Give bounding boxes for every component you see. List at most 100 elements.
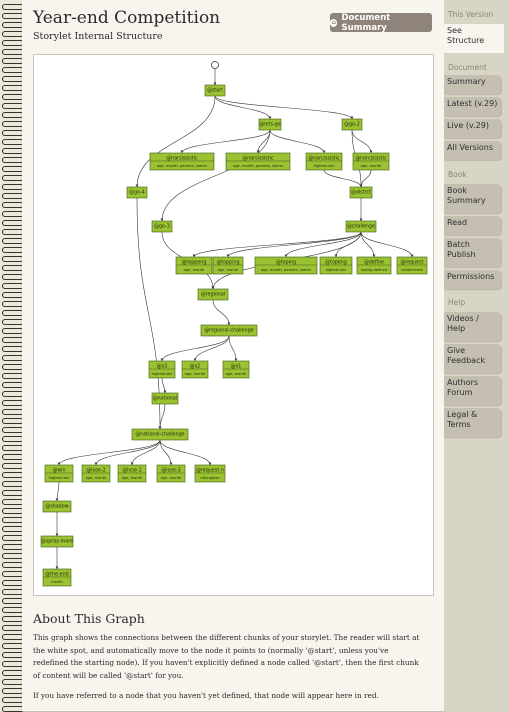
binding-ring	[2, 508, 24, 514]
graph-node-label: @lose-1	[122, 467, 141, 473]
binding-ring	[2, 391, 24, 397]
graph-node-subtitle: age, month, parents, status	[157, 164, 207, 168]
graph-node-label: @narcissistic	[308, 155, 340, 161]
graph-node[interactable]: @national	[151, 392, 179, 405]
graph-node-label: @win	[52, 467, 65, 473]
graph-edge	[180, 129, 271, 154]
binding-ring	[2, 247, 24, 253]
sidebar-item-live[interactable]: Live (v.29)	[444, 119, 501, 138]
graph-node-subtitle: age, month	[361, 164, 382, 168]
graph-node[interactable]: @shadow	[42, 500, 72, 513]
binding-ring	[2, 526, 24, 532]
binding-ring	[2, 274, 24, 280]
graph-node-label: @toping	[276, 259, 296, 265]
binding-ring	[2, 382, 24, 388]
binding-ring	[2, 229, 24, 235]
graph-node-subtitle: age, month, parents, status	[233, 164, 283, 168]
sidebar-item-book-summary[interactable]: Book Summary	[444, 184, 501, 213]
binding-ring	[2, 688, 24, 694]
graph-node-subtitle: age, month	[184, 268, 205, 272]
graph-node-label: @national-challenge	[135, 431, 184, 437]
graph-node[interactable]: @challenge	[345, 220, 377, 233]
graph-edge	[94, 439, 161, 466]
graph-node[interactable]: @narsissistic age, month, parents, status	[149, 152, 215, 171]
binding-ring	[2, 562, 24, 568]
graph-edge	[161, 377, 167, 394]
binding-ring	[2, 40, 24, 46]
binding-ring	[2, 283, 24, 289]
graph-node-subtitle: highest-win	[49, 476, 70, 480]
binding-ring	[2, 148, 24, 154]
binding-ring	[2, 256, 24, 262]
binding-ring	[2, 553, 24, 559]
sidebar-item-read[interactable]: Read	[444, 216, 501, 235]
graph-edge	[192, 231, 362, 258]
binding-ring	[2, 301, 24, 307]
sidebar-item-legal-terms[interactable]: Legal & Terms	[444, 408, 501, 437]
home-icon: ⌂	[330, 18, 338, 27]
sidebar-item-videos-help[interactable]: Videos / Help	[444, 312, 501, 341]
graph-node[interactable]: @spray-more	[40, 535, 74, 548]
document-summary-button[interactable]: ⌂ Document Summary	[330, 12, 432, 33]
graph-node[interactable]: @start	[204, 84, 226, 97]
graph-edge	[269, 129, 326, 154]
graph-node-label: @x2	[190, 363, 201, 369]
graph-node[interactable]: @go-2	[341, 118, 363, 131]
graph-edge	[323, 169, 363, 188]
graph-node-label: @narsissistic	[166, 155, 198, 161]
sidebar-item-summary[interactable]: Summary	[444, 75, 501, 94]
about-heading: About This Graph	[33, 611, 145, 626]
graph-node-label: @distrct	[351, 189, 371, 195]
graph-node[interactable]: @go-3	[151, 220, 173, 233]
sidebar-item-permissions[interactable]: Permissions	[444, 270, 501, 289]
graph-node[interactable]: @regional	[197, 288, 229, 301]
graph-node-label: @lose-3	[161, 467, 180, 473]
graph-node[interactable]: @distrct	[349, 186, 373, 199]
graph-canvas: @start @lets-go @go-2 @narsissistic age, mon…	[40, 61, 428, 587]
graph-node[interactable]: @win highest-win	[44, 464, 74, 483]
graph-node-subtitle: highest-win	[314, 164, 335, 168]
graph-node[interactable]: @national-challenge	[131, 428, 189, 441]
document-summary-label: Document Summary	[341, 12, 391, 33]
sidebar-item-authors-forum[interactable]: Authors Forum	[444, 376, 501, 405]
binding-ring	[2, 94, 24, 100]
binding-ring	[2, 616, 24, 622]
sidebar-item-batch-publish[interactable]: Batch Publish	[444, 238, 501, 267]
graph-edge	[334, 231, 362, 258]
sidebar-item-see-structure[interactable]: See Structure	[444, 24, 504, 53]
graph-edge	[214, 95, 354, 120]
sidebar-item-give-feedback[interactable]: Give Feedback	[444, 344, 501, 373]
graph-node[interactable]: @narcissistic highest-win	[305, 152, 343, 171]
graph-node-label: @regional-challenge	[204, 327, 253, 333]
binding-ring	[2, 436, 24, 442]
latest-label: Latest (v.29)	[447, 99, 498, 108]
binding-ring	[2, 76, 24, 82]
read-label: Read	[447, 218, 468, 227]
sidebar-item-all-versions[interactable]: All Versions	[444, 141, 501, 160]
binding-ring	[2, 112, 24, 118]
binding-ring	[2, 445, 24, 451]
graph-edge	[160, 335, 230, 362]
binding-ring	[2, 184, 24, 190]
graph-node[interactable]: @regional-challenge	[200, 324, 258, 337]
sidebar-heading-this-version: This Version	[448, 10, 494, 19]
graph-node[interactable]: @go-4	[126, 186, 148, 199]
sidebar-item-latest[interactable]: Latest (v.29)	[444, 97, 501, 116]
graph-node[interactable]: @lets-go	[258, 118, 282, 131]
